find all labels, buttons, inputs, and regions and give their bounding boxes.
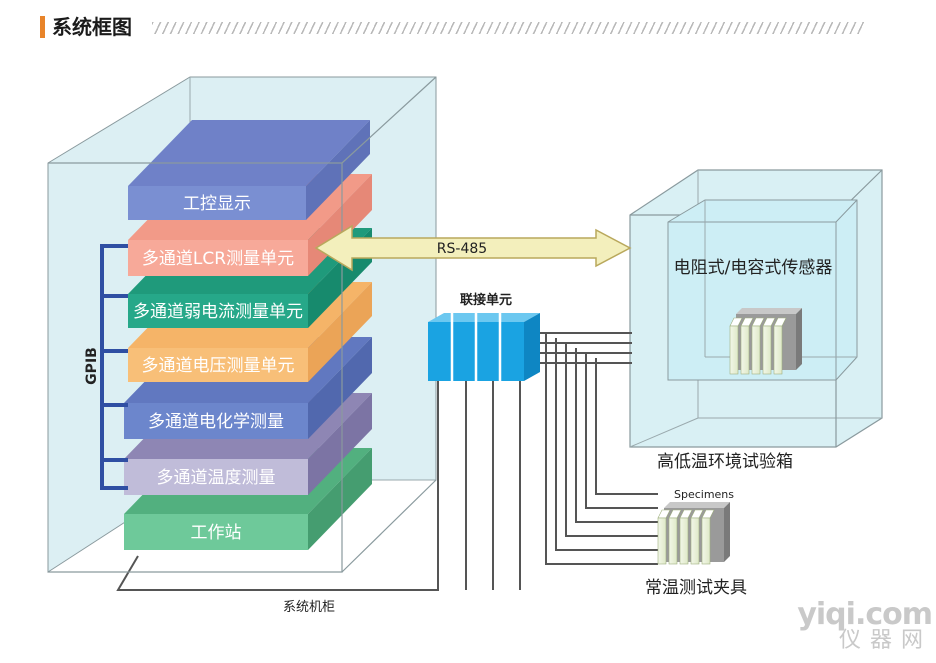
- unit-layer-front: [124, 514, 308, 550]
- cabinet-glass-front: [48, 76, 437, 573]
- unit-layer-label: 工作站: [191, 523, 242, 543]
- fixture-caption: 常温测试夹具: [645, 578, 747, 598]
- cabinet-label: 系统机柜: [283, 600, 335, 615]
- fixture-specimens: [657, 502, 730, 565]
- unit-layer-label: 多通道电压测量单元: [142, 356, 295, 376]
- unit-layer-front: [128, 186, 306, 220]
- unit-layer-front: [128, 240, 308, 276]
- unit-layer-front: [124, 403, 308, 439]
- unit-layer-label: 多通道电化学测量: [148, 412, 284, 432]
- unit-layer-label: 多通道LCR测量单元: [142, 249, 294, 269]
- unit-layer-front: [128, 348, 308, 382]
- unit-layer-label: 多通道弱电流测量单元: [133, 302, 303, 322]
- gpib-bus: [100, 244, 128, 490]
- watermark-line2: 仪器网: [838, 628, 932, 653]
- unit-layer-front: [128, 294, 308, 328]
- title-accent-bar: [40, 16, 45, 38]
- chamber-caption: 高低温环境试验箱: [657, 452, 793, 472]
- connector-unit: [428, 313, 540, 381]
- gpib-label: GPIB: [84, 347, 100, 385]
- unit-layer-label: 工控显示: [183, 194, 251, 214]
- watermark-line1: yiqi.com: [797, 597, 933, 632]
- specimens-label: Specimens: [674, 488, 734, 501]
- unit-layer-front: [124, 459, 308, 495]
- rs485-label: RS-485: [437, 241, 487, 257]
- chamber-sensor-boards: [729, 308, 802, 375]
- unit-layer-label: 多通道温度测量: [157, 468, 276, 488]
- connector-label: 联接单元: [460, 292, 512, 308]
- section-header: 系统框图: [40, 14, 870, 40]
- unit-layer: 工控显示: [128, 120, 370, 220]
- rs485-arrow: [314, 224, 632, 272]
- sensor-label: 电阻式/电容式传感器: [674, 258, 833, 278]
- watermark: yiqi.com 仪器网: [797, 597, 933, 653]
- title-hatch-decoration: [152, 22, 864, 34]
- measurement-unit-stack: 工作站 多通道温度测量多通道电化学测量多通道电压测量单元多通道弱电流测量单元多通道…: [124, 120, 372, 550]
- signal-wires: [116, 332, 658, 591]
- page-title: 系统框图: [52, 15, 132, 39]
